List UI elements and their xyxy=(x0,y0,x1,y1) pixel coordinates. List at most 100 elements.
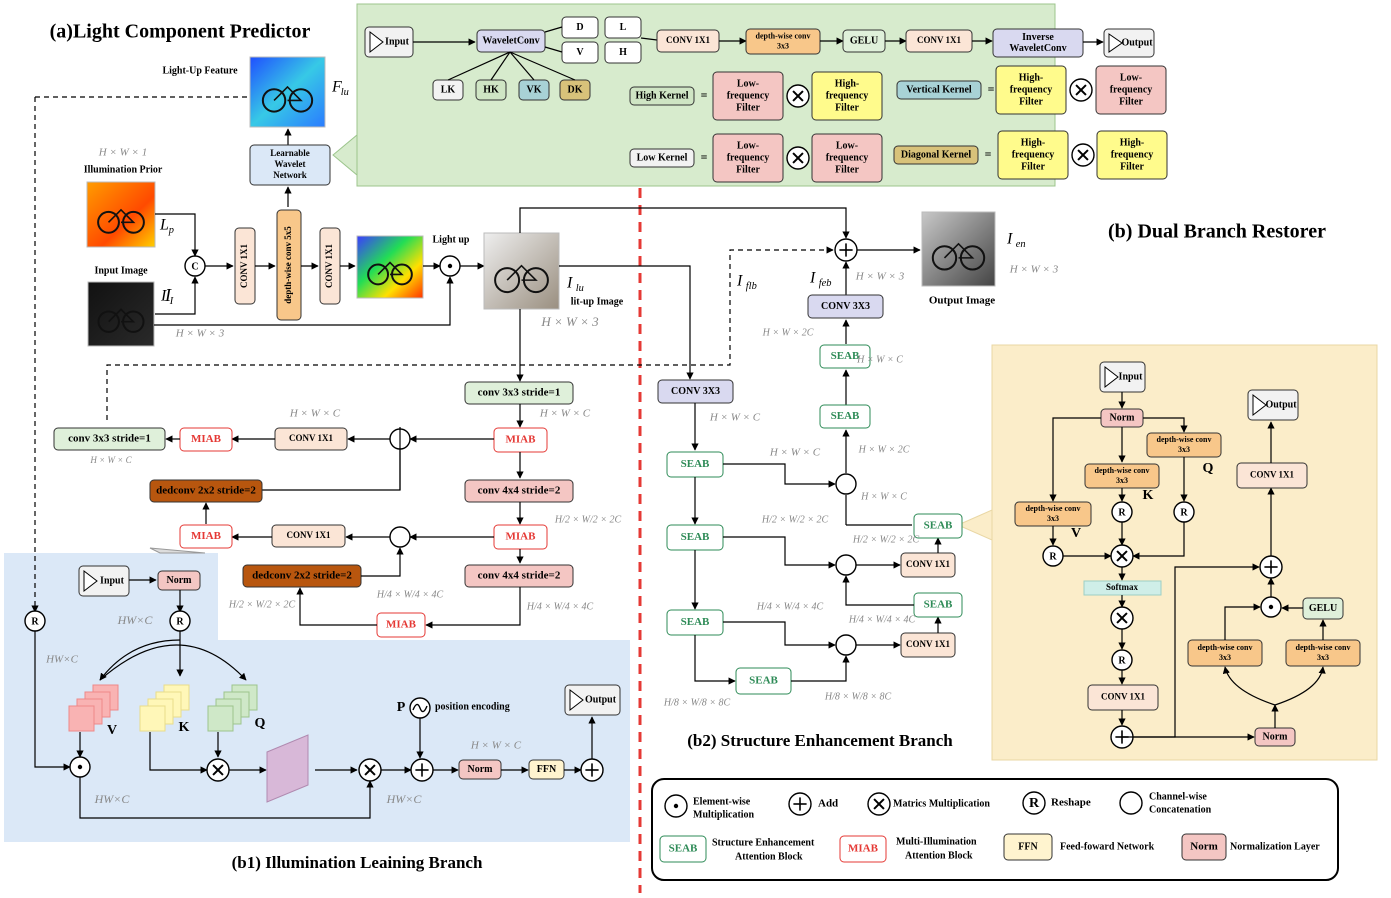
pos-enc-label: position encoding xyxy=(435,701,510,712)
connector-arrow xyxy=(154,276,454,326)
en-hw3: H × W × 3 xyxy=(1009,264,1059,276)
learnable-wavelet-network-label: Learnable xyxy=(270,148,310,158)
connector-arrow xyxy=(447,51,511,81)
title-a: (a)Light Component Predictor xyxy=(50,21,311,43)
miab-box xyxy=(179,524,233,549)
filter-box-label: Filter xyxy=(1119,96,1143,107)
legend-text: Multiplication xyxy=(693,809,755,820)
wavelet-dwconv-label: 3x3 xyxy=(777,41,789,50)
eq-sign: = xyxy=(701,150,708,164)
filter-box-label: frequency xyxy=(727,90,770,101)
seab-box-label: SEAB xyxy=(681,458,710,470)
input-image-label: Input Image xyxy=(94,265,148,276)
filter-box-label: High- xyxy=(1019,72,1043,83)
filter-box-label: frequency xyxy=(727,152,770,163)
conv-1x1-box-label: CONV 1X1 xyxy=(906,639,951,649)
lcp-dwconv5 xyxy=(276,209,302,321)
seab-dw-v-label: 3x3 xyxy=(1047,514,1059,523)
split-arc-left xyxy=(99,639,181,681)
seab-q-label: Q xyxy=(1203,461,1214,476)
b1-hwc-bottom2: HW×C xyxy=(386,792,423,806)
connector-arrow xyxy=(723,463,836,488)
seab-v-label: V xyxy=(1071,526,1081,541)
seab-output-play-icon xyxy=(1252,393,1267,417)
seab-box-label: SEAB xyxy=(924,520,953,532)
kernel-name-label: High Kernel xyxy=(635,90,688,101)
kernel-name-label: Low Kernel xyxy=(637,152,688,163)
legend-seab-label: SEAB xyxy=(669,843,698,855)
filter-box xyxy=(1096,130,1168,180)
wavelet-inverse xyxy=(992,28,1084,58)
lcp-conv2-label: CONV 1X1 xyxy=(324,243,334,288)
i-en-symbol: I xyxy=(1006,231,1013,248)
filter-box xyxy=(1095,65,1167,115)
filter-box-label: frequency xyxy=(1111,149,1154,160)
lit-up-image-wheel xyxy=(494,267,521,294)
output-image-label: Output Image xyxy=(929,295,995,307)
connector-arrow xyxy=(519,207,850,239)
legend-text: Attention Block xyxy=(735,851,803,862)
legend-norm xyxy=(1181,833,1227,861)
seab-conv1 xyxy=(1087,684,1159,711)
dimension-label: H/4 × W/4 × 4C xyxy=(756,601,824,612)
learnable-wavelet-network-label: Wavelet xyxy=(275,159,306,169)
dimension-label: H/4 × W/4 × 4C xyxy=(526,601,594,612)
reshape-op-glyph: R xyxy=(1118,507,1126,518)
legend-miab xyxy=(839,835,887,863)
seab-dw-a-label: 3x3 xyxy=(1219,653,1231,662)
input-image xyxy=(87,281,155,347)
seab-dw-b-label: 3x3 xyxy=(1317,653,1329,662)
kernel-name xyxy=(893,145,979,165)
b1-input-play-icon xyxy=(83,569,98,593)
seab-box-label: SEAB xyxy=(681,531,710,543)
connector-arrow xyxy=(155,213,199,257)
legend-concat-icon xyxy=(1119,791,1143,815)
seab-input-play-icon xyxy=(1104,365,1119,389)
b1-norm2-label: Norm xyxy=(468,764,494,775)
waveletconv-box-label: WaveletConv xyxy=(482,35,539,46)
ib-hwc: H × W × C xyxy=(539,408,591,420)
b1-hwc-mid: HW×C xyxy=(117,613,154,627)
light-up-label: Light up xyxy=(433,234,470,245)
filter-box xyxy=(997,130,1069,180)
filter-box-label: frequency xyxy=(1012,149,1055,160)
connector-arrow xyxy=(723,621,836,649)
legend-ffn-label: FFN xyxy=(1018,841,1038,852)
connector-arrow xyxy=(544,46,563,53)
reshape-op-glyph: R xyxy=(1180,507,1188,518)
connector-arrow xyxy=(640,37,658,41)
seab-k-label: K xyxy=(1143,488,1154,503)
connector-arrow xyxy=(1132,522,1185,560)
seab-dw-a-label: depth-wise conv xyxy=(1198,643,1253,652)
subband-box xyxy=(604,16,642,39)
connector-arrow xyxy=(79,777,374,819)
seab-box xyxy=(913,513,963,539)
kernel-box-label: HK xyxy=(483,84,499,95)
i-symbol-text: I xyxy=(164,285,172,305)
kernel-name xyxy=(896,80,982,100)
filter-box-label: Filter xyxy=(835,102,859,113)
split-arc-b xyxy=(1274,666,1326,706)
f-lu-symbol: F xyxy=(331,79,342,96)
seab-box-label: SEAB xyxy=(749,675,778,687)
seab-gelu-label: GELU xyxy=(1309,603,1337,614)
connector-arrow xyxy=(296,587,377,626)
connector-arrow xyxy=(1143,417,1188,433)
conv-s1-box xyxy=(464,381,574,405)
seab-box xyxy=(819,404,871,429)
b1-ffn-label: FFN xyxy=(537,764,557,775)
filter-box xyxy=(995,65,1067,115)
learnable-wavelet-network-label: Network xyxy=(273,170,307,180)
wavelet-gelu-label: GELU xyxy=(850,35,878,46)
seb-hwc: H × W × C xyxy=(709,412,761,424)
l-p-symbol-sub: p xyxy=(168,225,174,236)
kernel-box-label: LK xyxy=(441,84,456,95)
seab-box-label: SEAB xyxy=(831,410,860,422)
legend-elementwise-icon-glyph xyxy=(673,803,679,809)
conv-1x1-box xyxy=(900,632,956,658)
attention-map xyxy=(266,734,309,803)
i-en-symbol-sub: en xyxy=(1016,239,1026,250)
kernel-name xyxy=(629,148,695,168)
legend-seab xyxy=(659,835,707,863)
filter-box-label: frequency xyxy=(1110,84,1153,95)
